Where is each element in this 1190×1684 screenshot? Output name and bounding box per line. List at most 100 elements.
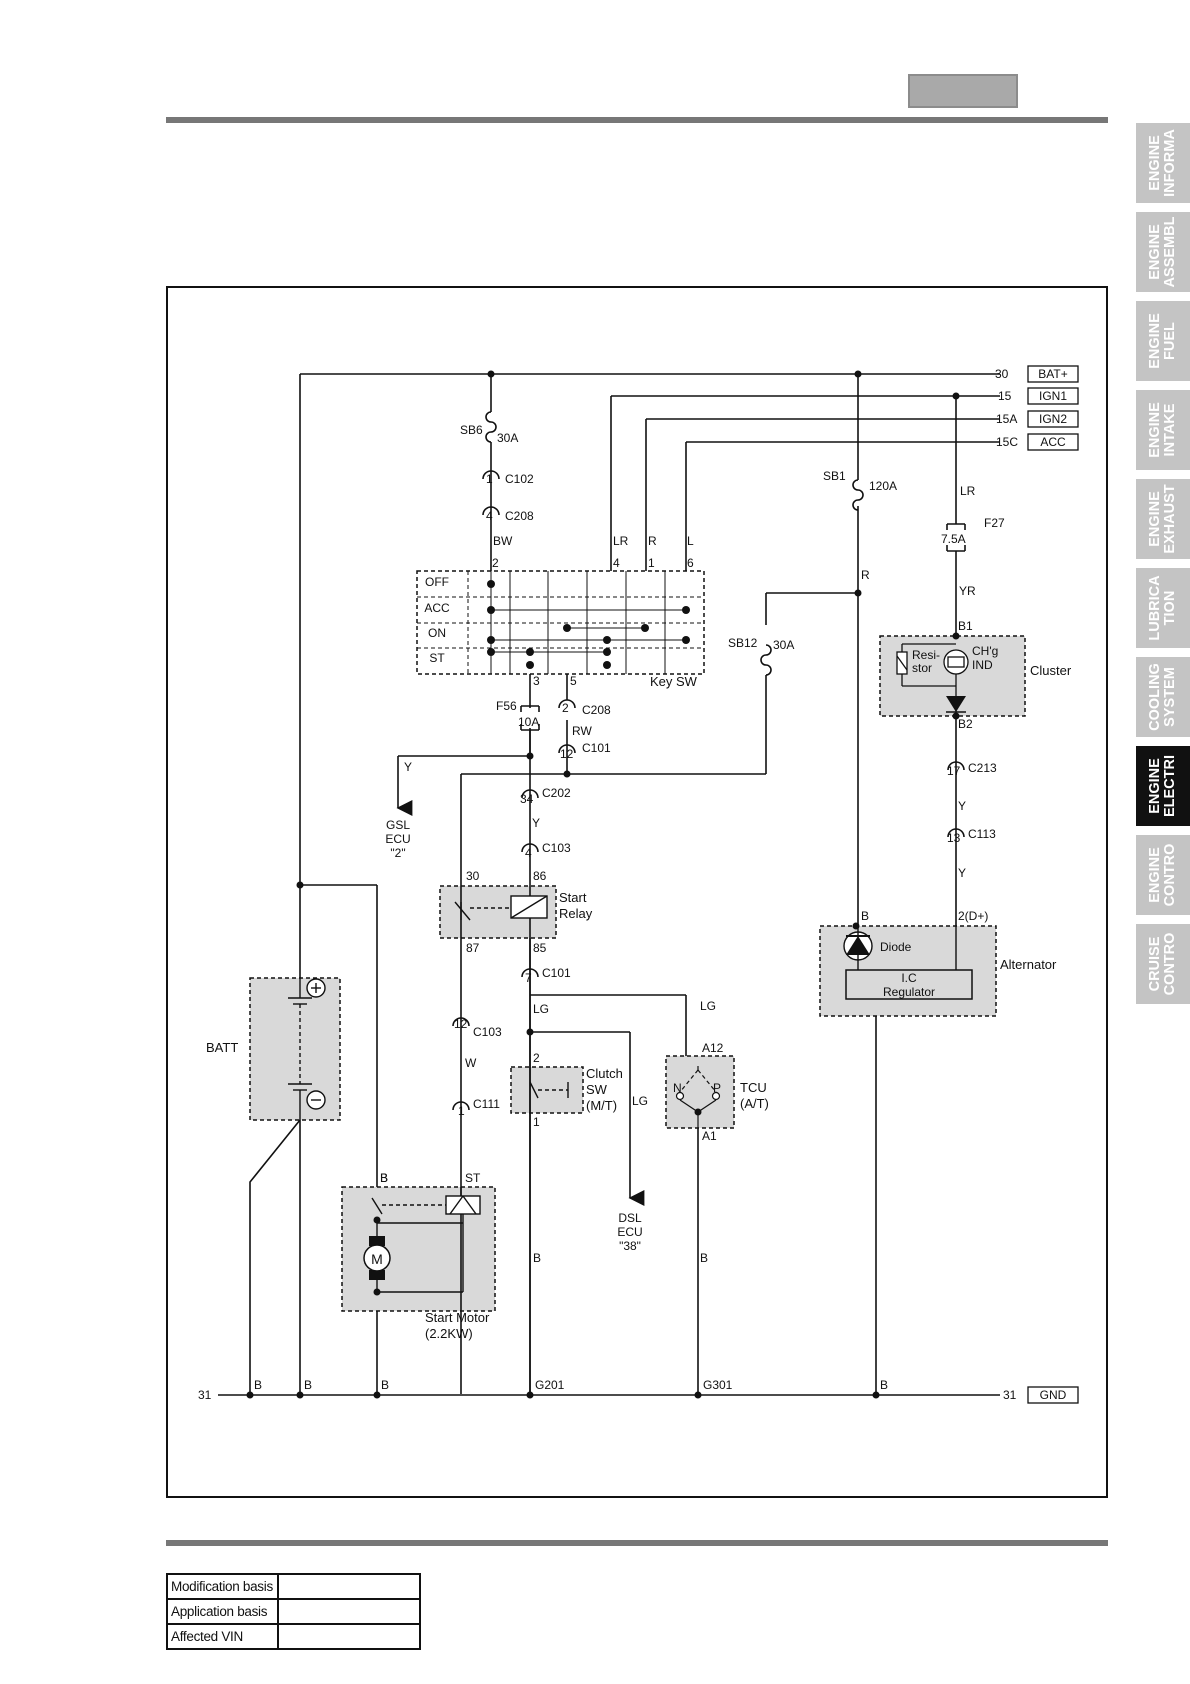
conn-1b-pin: 1 xyxy=(458,1104,465,1118)
batt-name: BATT xyxy=(206,1040,238,1055)
vin-value xyxy=(277,1623,421,1650)
header-rule xyxy=(166,117,1108,123)
clutch-name-2: SW xyxy=(586,1082,608,1097)
keysw-on-label: ON xyxy=(428,626,446,640)
fuse-sb6-name: SB6 xyxy=(460,423,483,437)
wire-w-label: W xyxy=(465,1056,477,1070)
terminal-ign1-label: IGN1 xyxy=(1039,389,1067,403)
wire-b-ground2-label: B xyxy=(304,1378,312,1392)
table-row: Application basis xyxy=(166,1598,421,1625)
tcu-pin-a12: A12 xyxy=(702,1041,724,1055)
key-switch xyxy=(416,570,705,675)
mod-basis-value xyxy=(277,1573,421,1600)
tcu-pin-a1: A1 xyxy=(702,1129,717,1143)
terminal-15a-num: 15A xyxy=(996,412,1017,426)
wire-lg1-label: LG xyxy=(533,1002,549,1016)
terminal-bat-label: BAT+ xyxy=(1038,367,1067,381)
keysw-pin-2: 2 xyxy=(492,556,499,570)
tcu-p-label: P xyxy=(713,1081,721,1095)
terminal-15-num: 15 xyxy=(998,389,1012,403)
gsl-ecu-3: "2" xyxy=(390,846,405,860)
alternator-name: Alternator xyxy=(1000,957,1057,972)
gsl-ecu-2: ECU xyxy=(385,832,410,846)
vin-label: Affected VIN xyxy=(166,1623,279,1650)
alternator-pin-d: 2(D+) xyxy=(958,909,988,923)
fuse-sb1-name: SB1 xyxy=(823,469,846,483)
conn-2-pin: 2 xyxy=(562,701,569,715)
keysw-pin-3: 3 xyxy=(533,674,540,688)
cluster-pin-b2: B2 xyxy=(958,717,973,731)
relay-name-2: Relay xyxy=(559,906,593,921)
table-row: Modification basis xyxy=(166,1573,421,1600)
conn-c103-name: C103 xyxy=(542,841,571,855)
wire-y-right2-label: Y xyxy=(958,866,966,880)
conn-c213-name: C213 xyxy=(968,761,997,775)
conn-c103b-name: C103 xyxy=(473,1025,502,1039)
wire-lg2-label: LG xyxy=(700,999,716,1013)
tcu-name-1: TCU xyxy=(740,1080,767,1095)
keysw-acc-label: ACC xyxy=(424,601,450,615)
keysw-pin-4: 4 xyxy=(613,556,620,570)
alternator-diode-label: Diode xyxy=(880,940,912,954)
fuse-sb12-rating: 30A xyxy=(773,638,794,652)
mod-basis-label: Modification basis xyxy=(166,1573,279,1600)
relay-name-1: Start xyxy=(559,890,587,905)
start-motor-m: M xyxy=(371,1251,383,1267)
conn-c113-name: C113 xyxy=(968,827,996,841)
page-header-tab xyxy=(908,74,1018,108)
terminal-30-num: 30 xyxy=(995,367,1009,381)
wire-b-motor-label: B xyxy=(380,1171,388,1185)
start-motor-name-1: Start Motor xyxy=(425,1310,490,1325)
fuse-f27-rating: 7.5A xyxy=(941,532,966,546)
clutch-name-1: Clutch xyxy=(586,1066,623,1081)
ic-regulator-box xyxy=(845,969,973,1000)
terminal-15c-num: 15C xyxy=(996,435,1018,449)
conn-c111-name: C111 xyxy=(473,1097,500,1111)
keysw-name: Key SW xyxy=(650,674,698,689)
keysw-pin-6: 6 xyxy=(687,556,694,570)
alternator-reg-1: I.C xyxy=(901,971,917,985)
terminal-ign2-label: IGN2 xyxy=(1039,412,1067,426)
conn-4b-pin: 4 xyxy=(525,846,532,860)
start-motor-name-2: (2.2KW) xyxy=(425,1326,473,1341)
keysw-pin-5: 5 xyxy=(570,674,577,688)
dsl-ecu-2: ECU xyxy=(617,1225,642,1239)
alternator-pin-b: B xyxy=(861,909,869,923)
fuse-f56-rating: 10A xyxy=(518,715,539,729)
wire-b-tcu-label: B xyxy=(700,1251,708,1265)
wire-b-ground3-label: B xyxy=(381,1378,389,1392)
conn-13-pin: 13 xyxy=(947,831,961,845)
tcu-box xyxy=(665,1055,735,1129)
keysw-pin-1: 1 xyxy=(648,556,655,570)
tcu-n-label: N xyxy=(673,1081,682,1095)
conn-12-pin: 12 xyxy=(560,747,574,761)
conn-c208-name: C208 xyxy=(505,509,534,523)
cluster-resistor-label: Resi-stor xyxy=(912,648,940,675)
ground-g301: G301 xyxy=(703,1378,733,1392)
wire-lr-right-label: LR xyxy=(960,484,976,498)
conn-12b-pin: 12 xyxy=(454,1017,468,1031)
conn-1-pin: 1 xyxy=(486,472,493,486)
table-row: Affected VIN xyxy=(166,1623,421,1650)
wire-bw-label: BW xyxy=(493,534,513,548)
conn-7-pin: 7 xyxy=(525,971,532,985)
relay-pin-86: 86 xyxy=(533,869,547,883)
diagram-frame xyxy=(166,286,1108,1498)
wire-rw-label: RW xyxy=(572,724,592,738)
conn-34-pin: 34 xyxy=(520,792,534,806)
wire-y-left-label: Y xyxy=(404,760,412,774)
start-motor-pin-b: B xyxy=(380,1171,388,1185)
wire-b-ground1-label: B xyxy=(254,1378,262,1392)
wire-b-clutch-label: B xyxy=(533,1251,541,1265)
